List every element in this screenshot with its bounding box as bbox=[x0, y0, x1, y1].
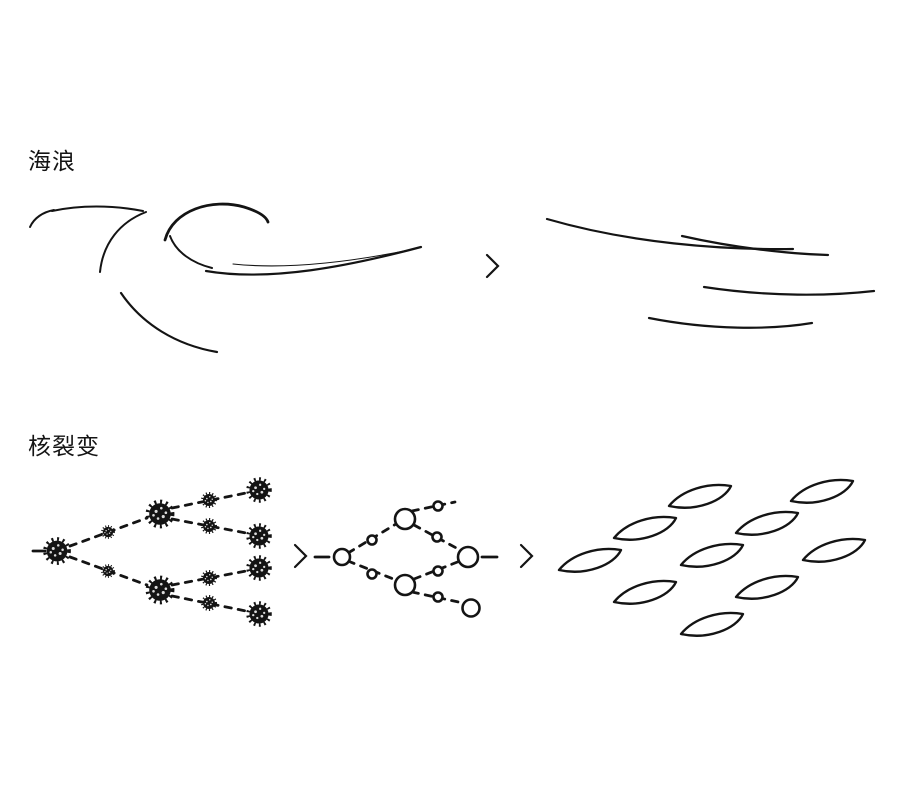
wave-stroke bbox=[680, 234, 830, 257]
wave-stroke bbox=[232, 249, 410, 267]
nucleus-icon bbox=[246, 523, 272, 549]
fission-stage2-graph bbox=[313, 500, 499, 618]
node-circle bbox=[366, 568, 378, 580]
wave-stroke bbox=[99, 211, 147, 273]
scale-shape bbox=[734, 574, 800, 600]
scale-shape bbox=[789, 478, 855, 504]
nucleus-icon bbox=[101, 525, 115, 539]
nucleus-icon bbox=[201, 570, 217, 586]
dash-connector bbox=[170, 594, 248, 613]
dash-connector bbox=[170, 491, 248, 510]
wave-stroke bbox=[204, 245, 423, 276]
transform-arrow-icon bbox=[293, 543, 308, 569]
nucleus-icon bbox=[201, 492, 217, 508]
scale-shape bbox=[734, 510, 800, 536]
wave-stroke bbox=[545, 217, 795, 251]
nucleus-icon bbox=[246, 477, 272, 503]
wave-stroke bbox=[119, 291, 219, 354]
nucleus-icon bbox=[101, 564, 115, 578]
node-circle bbox=[393, 573, 417, 597]
wave-stroke bbox=[29, 209, 55, 228]
wave-stroke bbox=[163, 202, 270, 242]
scale-shape bbox=[612, 579, 678, 605]
waves-before-sketch bbox=[29, 202, 423, 354]
node-circle bbox=[332, 547, 352, 567]
waves-after-sketch bbox=[545, 217, 876, 329]
scale-shape bbox=[801, 537, 867, 563]
wave-stroke bbox=[647, 316, 814, 329]
nucleus-icon bbox=[145, 499, 175, 529]
fission-stage1-tree bbox=[31, 477, 272, 627]
nucleus-icon bbox=[201, 595, 217, 611]
scale-shape bbox=[667, 483, 733, 509]
node-circle bbox=[432, 500, 444, 512]
scale-shape bbox=[557, 547, 623, 573]
node-circle bbox=[432, 565, 444, 577]
dash-connector bbox=[412, 559, 462, 581]
node-circle bbox=[393, 507, 417, 531]
dash-connector bbox=[170, 569, 248, 587]
nucleus-icon bbox=[43, 537, 71, 565]
wave-stroke bbox=[169, 235, 213, 269]
scale-shape bbox=[679, 611, 745, 637]
dash-connector bbox=[410, 500, 457, 513]
waves-section-label: 海浪 bbox=[28, 149, 76, 175]
node-circle bbox=[456, 545, 480, 569]
node-circle bbox=[432, 591, 444, 603]
wave-stroke bbox=[51, 205, 144, 212]
node-circle bbox=[431, 531, 443, 543]
node-circle bbox=[461, 598, 481, 618]
nucleus-icon bbox=[201, 518, 217, 534]
node-circle bbox=[366, 534, 378, 546]
transform-arrow-icon bbox=[519, 543, 534, 569]
nucleus-icon bbox=[145, 575, 175, 605]
transform-arrow-icon bbox=[485, 253, 500, 279]
scale-shape bbox=[679, 542, 745, 568]
fission-section-label: 核裂变 bbox=[28, 434, 100, 460]
nucleus-icon bbox=[246, 555, 272, 581]
fission-stage3-pattern bbox=[557, 478, 867, 637]
scale-shape bbox=[612, 515, 678, 541]
wave-stroke bbox=[702, 285, 876, 296]
nucleus-icon bbox=[246, 601, 272, 627]
dash-connector bbox=[170, 517, 248, 535]
